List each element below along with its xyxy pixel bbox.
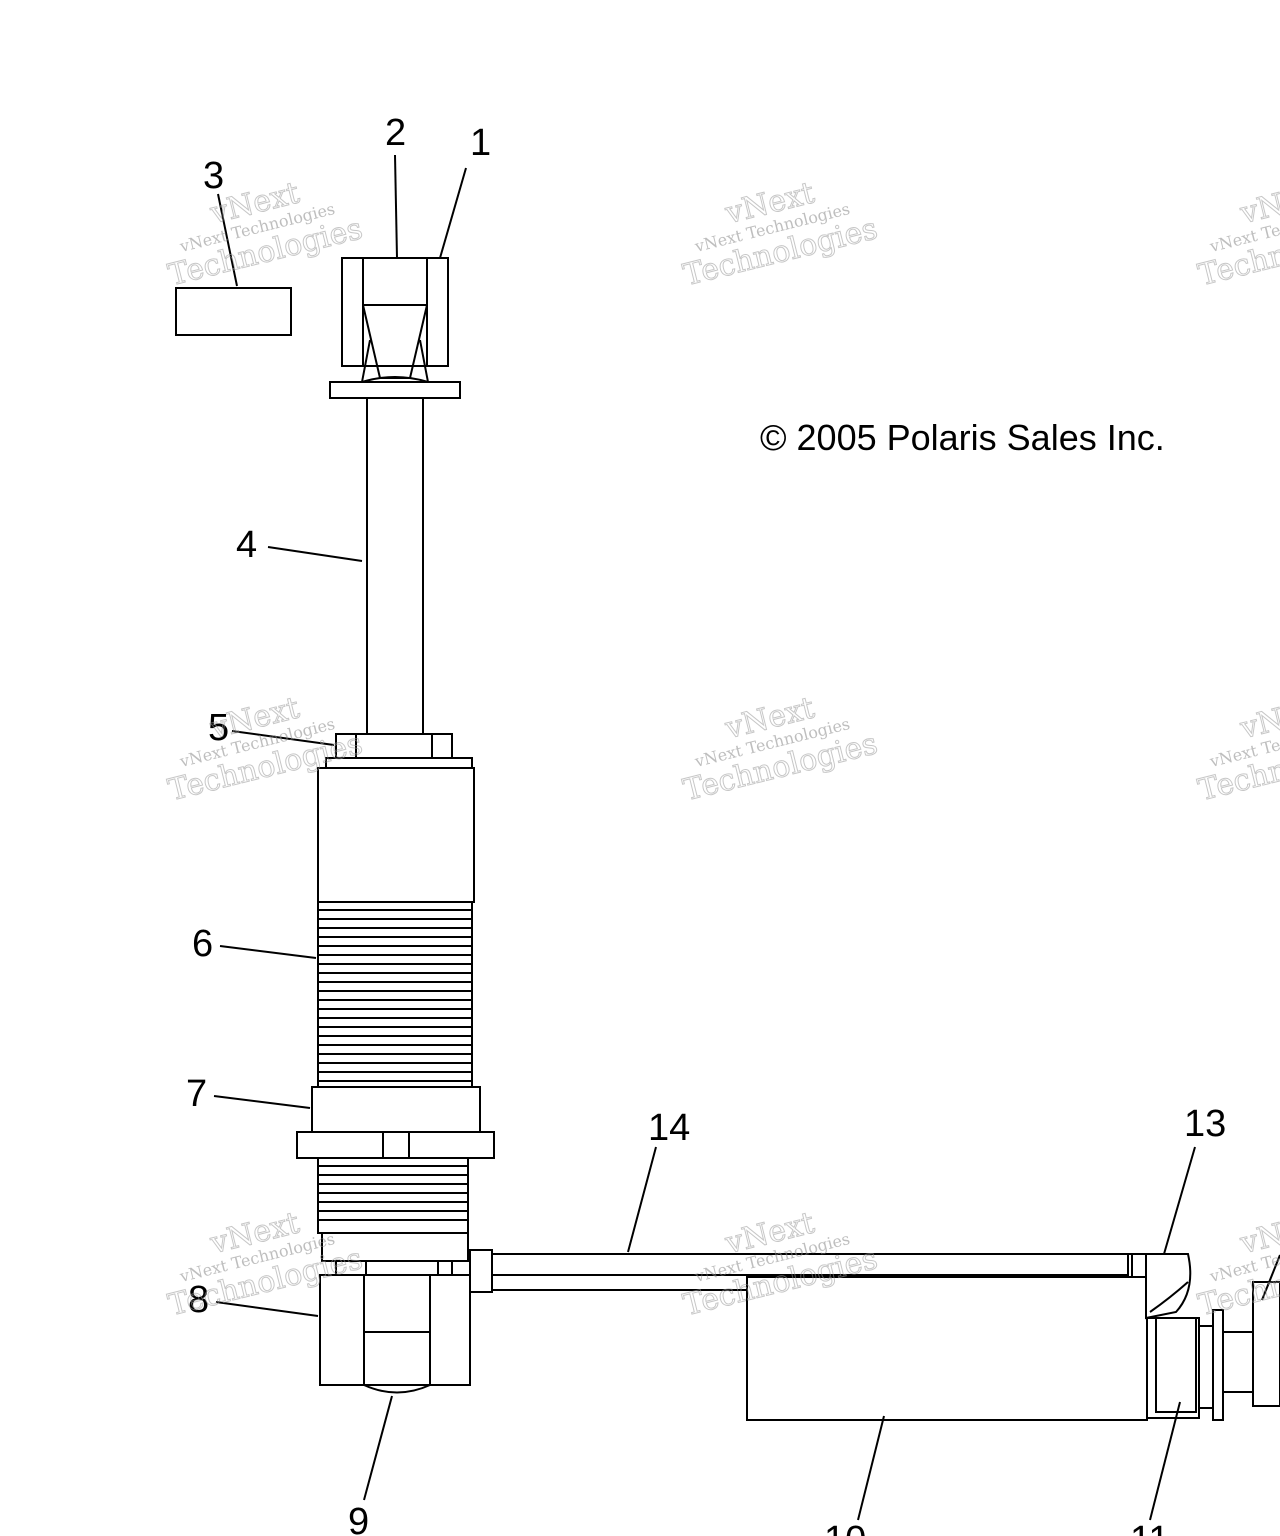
callout-9: 9 xyxy=(348,1501,369,1536)
callout-1: 1 xyxy=(470,122,491,164)
leader-lines xyxy=(213,154,1280,1521)
shock-body xyxy=(317,767,475,903)
callout-3: 3 xyxy=(203,155,224,197)
callout-4: 4 xyxy=(236,524,257,566)
part-5-nut xyxy=(325,733,473,769)
callout-13: 13 xyxy=(1184,1103,1226,1145)
callout-8: 8 xyxy=(188,1279,209,1321)
top-mount xyxy=(329,257,461,399)
part-10-reservoir xyxy=(746,1276,1148,1421)
part-13-fitting xyxy=(1132,1253,1192,1320)
part-11-end-cap xyxy=(1146,1281,1280,1421)
part-7-collar xyxy=(296,1086,495,1159)
callout-2: 2 xyxy=(385,112,406,154)
callout-6: 6 xyxy=(192,923,213,965)
part-3-bushing xyxy=(175,287,292,336)
callout-11: 11 xyxy=(1130,1519,1169,1536)
callout-14: 14 xyxy=(648,1107,690,1149)
part-6-threaded-body xyxy=(317,901,473,1088)
callout-5: 5 xyxy=(208,707,229,749)
lower-threaded-body xyxy=(317,1157,469,1234)
callout-7: 7 xyxy=(186,1073,207,1115)
callout-10: 10 xyxy=(824,1519,866,1536)
part-4-shaft xyxy=(366,397,424,735)
lower-cap xyxy=(321,1232,469,1262)
copyright-text: © 2005 Polaris Sales Inc. xyxy=(760,417,1165,458)
part-8-bottom-eye xyxy=(319,1260,471,1394)
